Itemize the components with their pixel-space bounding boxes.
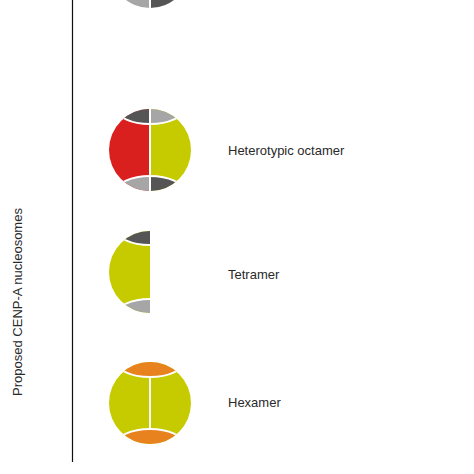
tetramer-symbol <box>105 210 184 335</box>
structure-label: Heterotypic octamer <box>228 143 344 159</box>
divider-line <box>72 0 73 462</box>
axis-label: Proposed CENP-A nucleosomes <box>10 208 26 396</box>
top-nucleosome <box>100 0 200 20</box>
structure-label: Hexamer <box>228 395 281 411</box>
structure-label: Tetramer <box>228 267 279 283</box>
octamer-symbol <box>105 90 195 210</box>
hexamer-symbol <box>105 345 195 461</box>
